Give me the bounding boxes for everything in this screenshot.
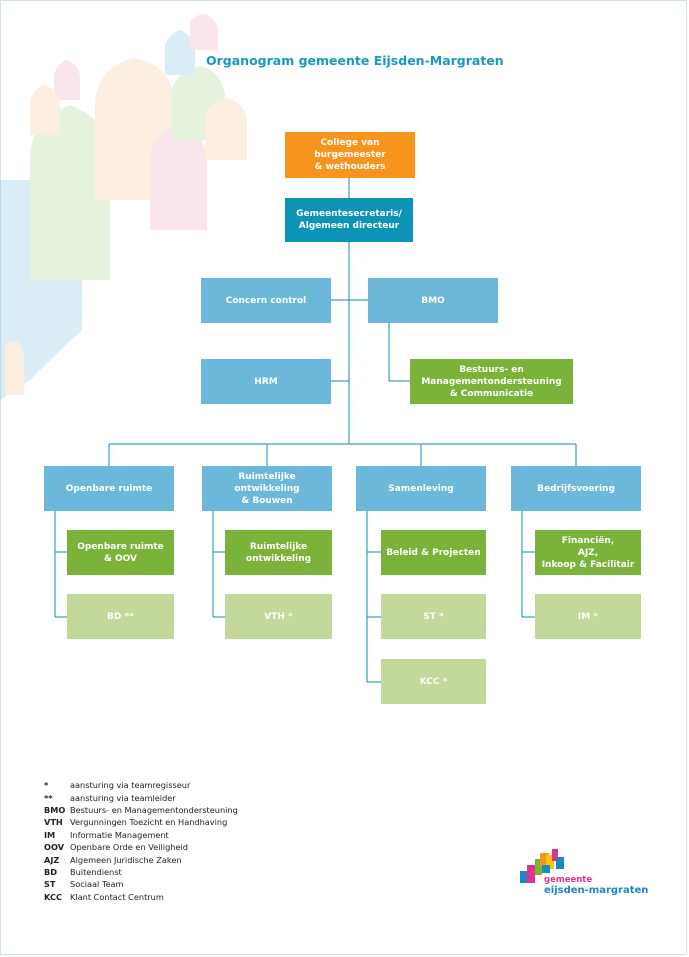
node-openbare-ruimte-oov: Openbare ruimte& OOV (67, 530, 174, 575)
legend-row: *aansturing via teamregisseur (44, 780, 191, 791)
legend-row: **aansturing via teamleider (44, 792, 176, 803)
node-st: ST * (381, 594, 486, 639)
logo-houses-icon (520, 849, 564, 883)
node-gemeentesecretaris: Gemeentesecretaris/Algemeen directeur (285, 198, 413, 242)
node-hrm: HRM (201, 359, 331, 404)
node-bedrijfsvoering: Bedrijfsvoering (511, 466, 641, 511)
node-financien-ajz-inkoop: Financiën,AJZ,Inkoop & Facilitair (535, 530, 641, 575)
node-bd: BD ** (67, 594, 174, 639)
node-bmo: BMO (368, 278, 498, 323)
legend: *aansturing via teamregisseur **aansturi… (44, 779, 238, 903)
node-beleid-projecten: Beleid & Projecten (381, 530, 486, 575)
node-concern-control: Concern control (201, 278, 331, 323)
node-openbare-ruimte: Openbare ruimte (44, 466, 174, 511)
node-kcc: KCC * (381, 659, 486, 704)
node-samenleving: Samenleving (356, 466, 486, 511)
logo-text-gemeente: gemeente (544, 875, 593, 885)
logo-text-eijsden-margraten: eijsden-margraten (544, 885, 649, 896)
municipality-logo: gemeente eijsden-margraten (518, 845, 648, 907)
node-vth: VTH * (225, 594, 332, 639)
node-im: IM * (535, 594, 641, 639)
page-title: Organogram gemeente Eijsden-Margraten (206, 53, 504, 68)
